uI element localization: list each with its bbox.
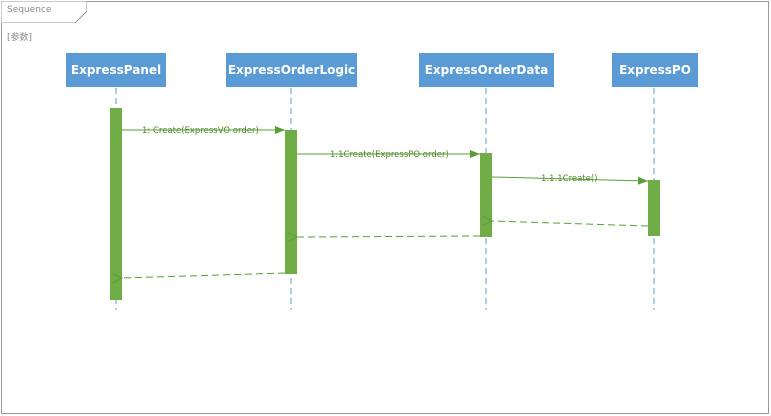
- activation-expresspo: [648, 180, 660, 236]
- message-create: [491, 176, 649, 185]
- frame-title: Sequence: [7, 5, 52, 15]
- message-label-create: 1.1.1Create(): [541, 174, 598, 184]
- lifeline-head-expressorderdata[interactable]: ExpressOrderData: [419, 53, 554, 87]
- return-expressorderdata-to-expressorderlogic: [297, 236, 481, 237]
- activation-expressorderlogic: [285, 130, 297, 274]
- frame-parameter: [参数]: [7, 33, 33, 43]
- return-expresspo-to-expressorderdata: [492, 221, 649, 227]
- frame-tab: [1, 1, 87, 23]
- activation-expressorderdata: [480, 153, 492, 237]
- lifeline-head-expressorderlogic[interactable]: ExpressOrderLogic: [226, 53, 357, 87]
- lifeline-head-expresspanel[interactable]: ExpressPanel: [66, 53, 166, 87]
- lifeline-head-expresspo[interactable]: ExpressPO: [612, 53, 698, 87]
- return-expressorderlogic-to-expresspanel: [122, 272, 286, 278]
- message-label-create-expressvo: 1: Create(ExpressVO order): [142, 126, 259, 136]
- message-label-create-expresspo-order: 1.1Create(ExpressPO order): [330, 150, 449, 160]
- activation-expresspanel: [110, 108, 122, 300]
